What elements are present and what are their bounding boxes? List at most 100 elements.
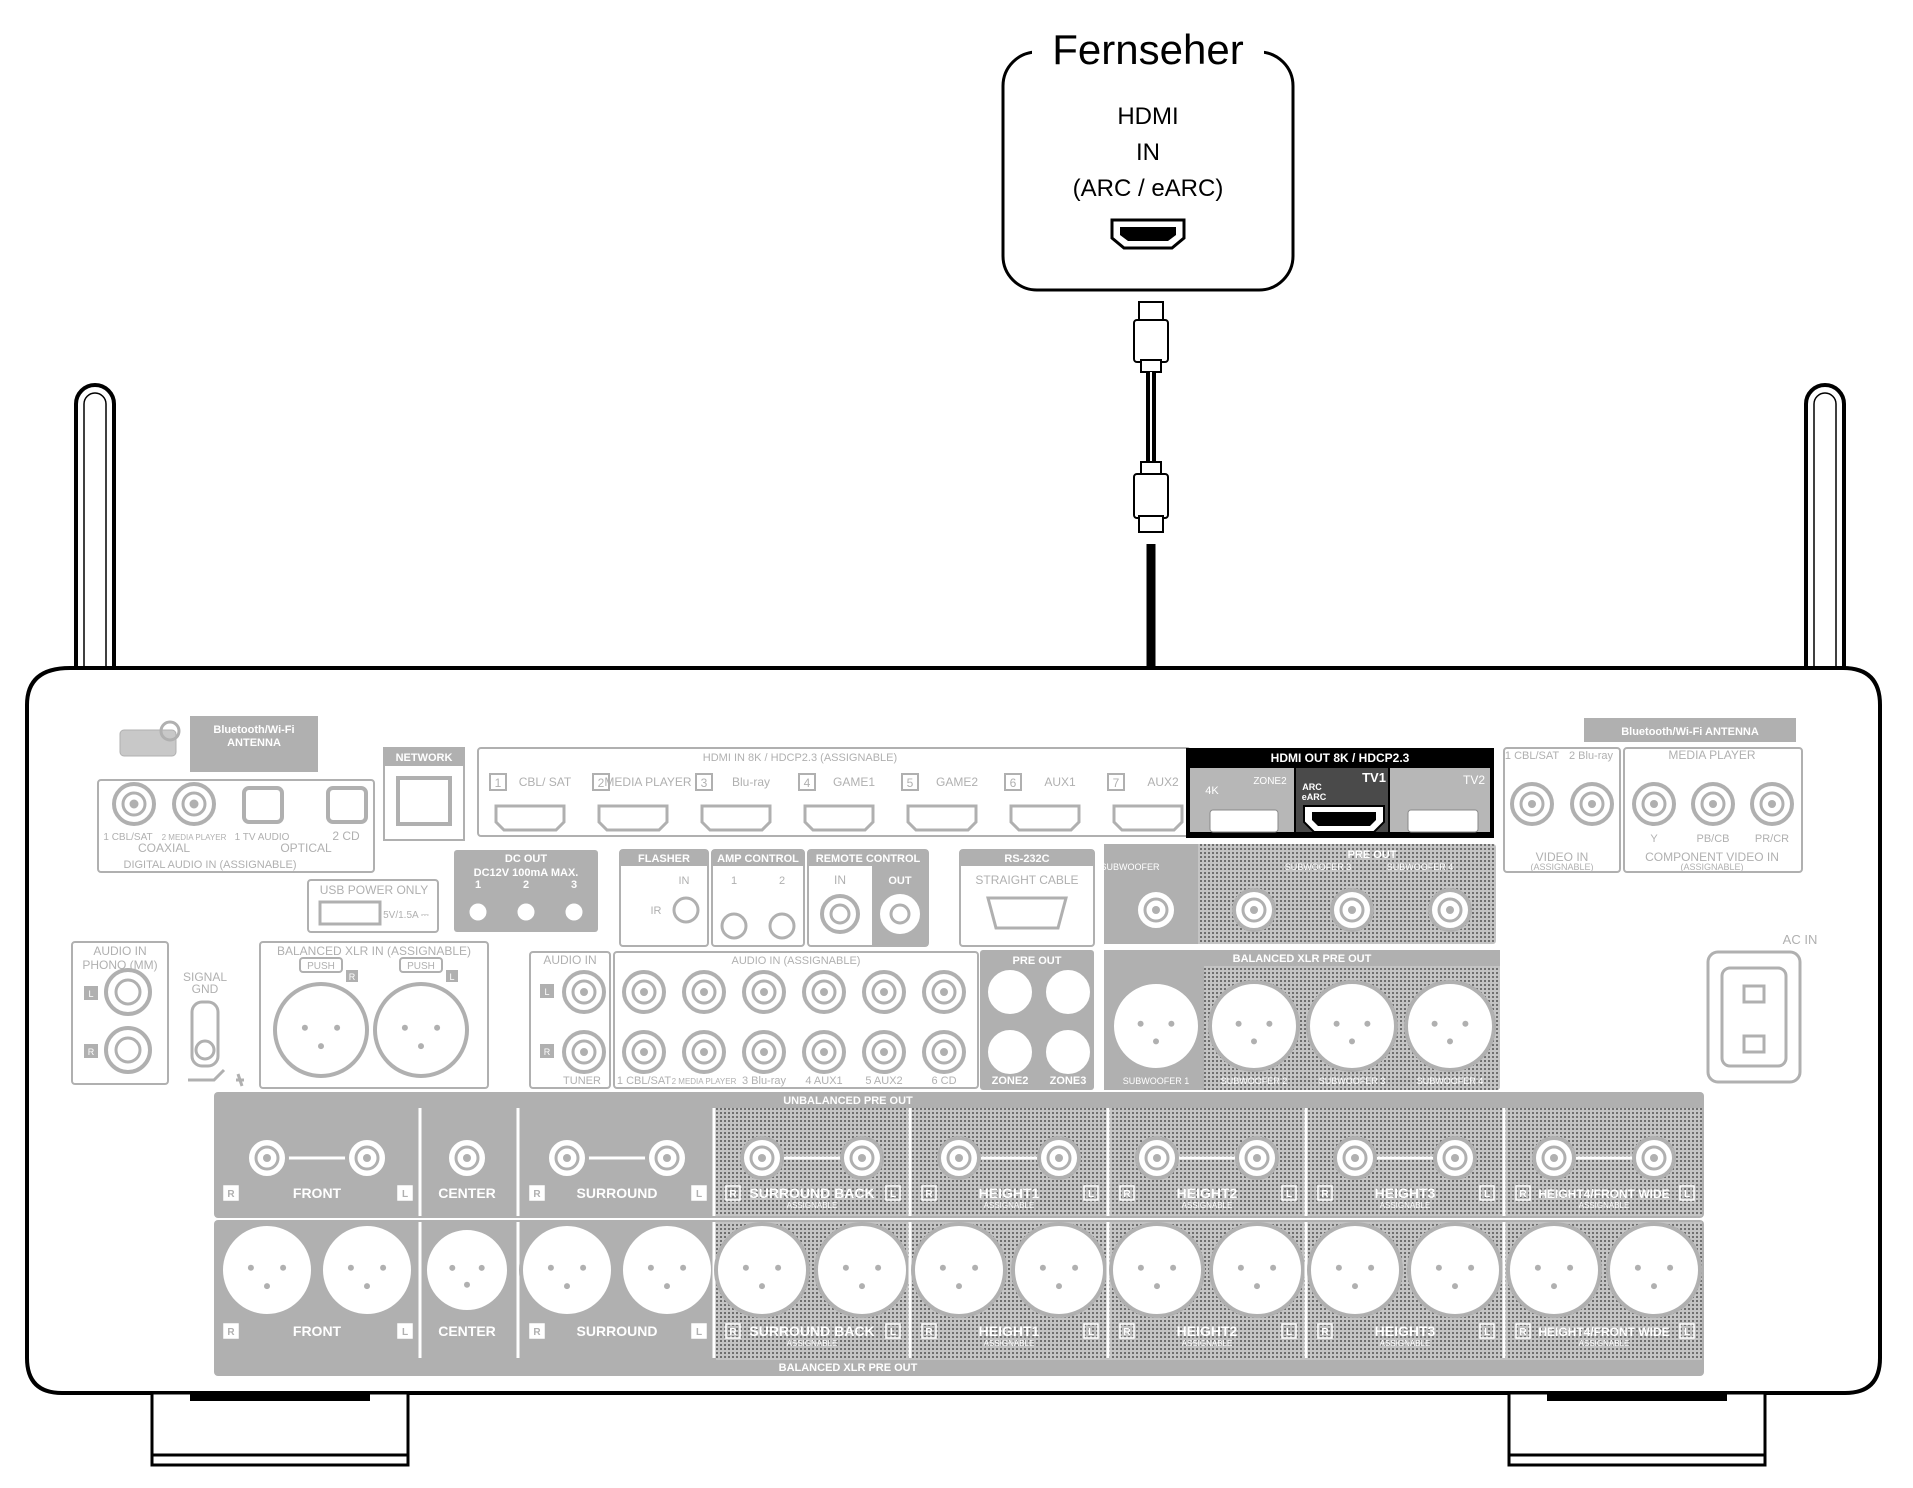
video-jack-1 [1510, 782, 1554, 826]
channel-label: HEIGHT2 [1177, 1323, 1238, 1339]
tv-port-label-line2: IN [1136, 139, 1160, 166]
subwoofer-top-jacks [1134, 888, 1472, 932]
xlr-in-r: R [349, 972, 356, 982]
hdmi-in-port-name: MEDIA PLAYER [604, 775, 691, 789]
audio-in-jack-bottom-6 [922, 1030, 966, 1074]
rca-l-jack [345, 1136, 389, 1180]
tv-box: Fernseher HDMI IN (ARC / eARC) [1001, 26, 1295, 292]
hdmi-in-title: HDMI IN 8K / HDCP2.3 (ASSIGNABLE) [703, 752, 897, 764]
zone2-label: ZONE2 [992, 1075, 1029, 1087]
subwoofer-top-jack-4 [1428, 888, 1472, 932]
rca-r-jack [740, 1136, 784, 1180]
l-mark: L [1286, 1327, 1292, 1338]
hdmi-in-port-name: CBL/ SAT [519, 775, 572, 789]
hdmi-in-port-name: GAME1 [833, 775, 875, 789]
rca-r-jack [545, 1136, 589, 1180]
rca-r-jack [245, 1136, 289, 1180]
assignable-label: ASSIGNABLE [1579, 1201, 1630, 1210]
hdmi-out-title: HDMI OUT 8K / HDCP2.3 [1271, 751, 1410, 765]
digital-audio-in-panel: 1 CBL/SAT 2 MEDIA PLAYER 1 TV AUDIO 2 CD… [97, 779, 375, 873]
hdmi-out-tv1-label: TV1 [1362, 770, 1386, 785]
audio-in-jack-top-6 [922, 970, 966, 1014]
video-jack-4 [1691, 782, 1735, 826]
xlr-l-jack [1209, 1222, 1305, 1318]
hdmi-in-port-name: AUX2 [1147, 775, 1179, 789]
network-label: NETWORK [396, 752, 453, 764]
audio-in-port-label-6: 6 CD [931, 1075, 956, 1087]
tuner-r: R [544, 1047, 551, 1057]
l-mark: L [1684, 1189, 1690, 1200]
rs232c-panel: RS-232C STRAIGHT CABLE [959, 849, 1095, 947]
dc-out-num-3: 3 [571, 879, 577, 891]
remote-control-panel: REMOTE CONTROL IN OUT [807, 849, 929, 947]
audio-in-port-label-2: 2 MEDIA PLAYER [672, 1077, 737, 1086]
channel-label: SURROUND [577, 1185, 658, 1201]
video-in-sub: (ASSIGNABLE) [1530, 862, 1593, 872]
xlr-in-jack-r [273, 982, 369, 1078]
balanced-xlr-sub-label-2: SUBWOOFER 2 [1221, 1076, 1288, 1086]
rs232c-title: RS-232C [1004, 853, 1049, 865]
optical-label: OPTICAL [280, 841, 332, 855]
xlr-l-jack [1011, 1222, 1107, 1318]
flasher-panel: FLASHER IN IR [619, 849, 709, 947]
video-in-title: VIDEO IN [1536, 850, 1589, 864]
component-title: MEDIA PLAYER [1668, 748, 1755, 762]
channel-label: HEIGHT3 [1375, 1185, 1436, 1201]
balanced-xlr-sub-jack-2 [1208, 980, 1300, 1072]
l-mark: L [696, 1189, 702, 1200]
r-mark: R [227, 1327, 235, 1338]
hdmi-out-tv1-port[interactable] [1303, 805, 1385, 833]
hdmi-in-port-num: 5 [907, 776, 914, 790]
hdmi-in-port-num: 7 [1113, 776, 1120, 790]
phono-title: AUDIO IN [93, 944, 146, 958]
digital-audio-port-2: 2 MEDIA PLAYER [162, 833, 227, 842]
dc-out-spec: DC12V 100mA MAX. [474, 867, 579, 879]
audio-in-jack-top-1 [622, 970, 666, 1014]
hdmi-out-zone2-label: ZONE2 [1253, 776, 1287, 787]
channel-label: FRONT [293, 1185, 342, 1201]
component-bottom-title: COMPONENT VIDEO IN [1645, 850, 1779, 864]
audio-in-jack-bottom-3 [742, 1030, 786, 1074]
dc-out-num-1: 1 [475, 879, 481, 891]
hdmi-in-port-name: AUX1 [1044, 775, 1076, 789]
channel-label: SURROUND [577, 1323, 658, 1339]
phono-r: R [88, 1047, 95, 1057]
zone3-label: ZONE3 [1050, 1075, 1087, 1087]
audio-in-jack-top-3 [742, 970, 786, 1014]
assignable-label: ASSIGNABLE [1182, 1201, 1233, 1210]
xlr-r-jack [714, 1222, 810, 1318]
hdmi-in-port-num: 4 [804, 776, 811, 790]
subwoofer-top-3: SUBWOOFER 3 [1285, 862, 1352, 872]
xlr-r-jack [1109, 1222, 1205, 1318]
subwoofer-top-jack-2 [1232, 888, 1276, 932]
l-mark: L [402, 1327, 408, 1338]
rs232c-sub: STRAIGHT CABLE [975, 873, 1078, 887]
balanced-xlr-pre-out-top-title: BALANCED XLR PRE OUT [1233, 953, 1372, 965]
xlr-l-jack [1407, 1222, 1503, 1318]
rca-r-jack [937, 1136, 981, 1180]
hdmi-out-earc-label: eARC [1302, 792, 1327, 802]
subwoofer-top-jack-1 [1134, 888, 1178, 932]
audio-in-assignable-title: AUDIO IN (ASSIGNABLE) [732, 955, 861, 967]
hdmi-in-port-name: GAME2 [936, 775, 978, 789]
rca-l-jack [1433, 1136, 1477, 1180]
component-port-y: Y [1650, 833, 1658, 845]
subwoofer-top-1: SUBWOOFER [1100, 862, 1160, 872]
audio-in-assignable: AUDIO IN (ASSIGNABLE) [613, 951, 979, 1089]
balanced-xlr-in-title: BALANCED XLR IN (ASSIGNABLE) [277, 944, 471, 958]
coaxial-label: COAXIAL [138, 841, 190, 855]
hdmi-out-arc-label: ARC [1302, 782, 1322, 792]
channel-label: SURROUND BACK [749, 1323, 874, 1339]
phono-sub: PHONO (MM) [82, 958, 157, 972]
remote-control-in: IN [834, 873, 846, 887]
xlr-l-jack [1606, 1222, 1702, 1318]
balanced-xlr-sub-label-1: SUBWOOFER 1 [1123, 1076, 1190, 1086]
assignable-label: ASSIGNABLE [1380, 1339, 1431, 1348]
usb-label: USB POWER ONLY [320, 883, 428, 897]
